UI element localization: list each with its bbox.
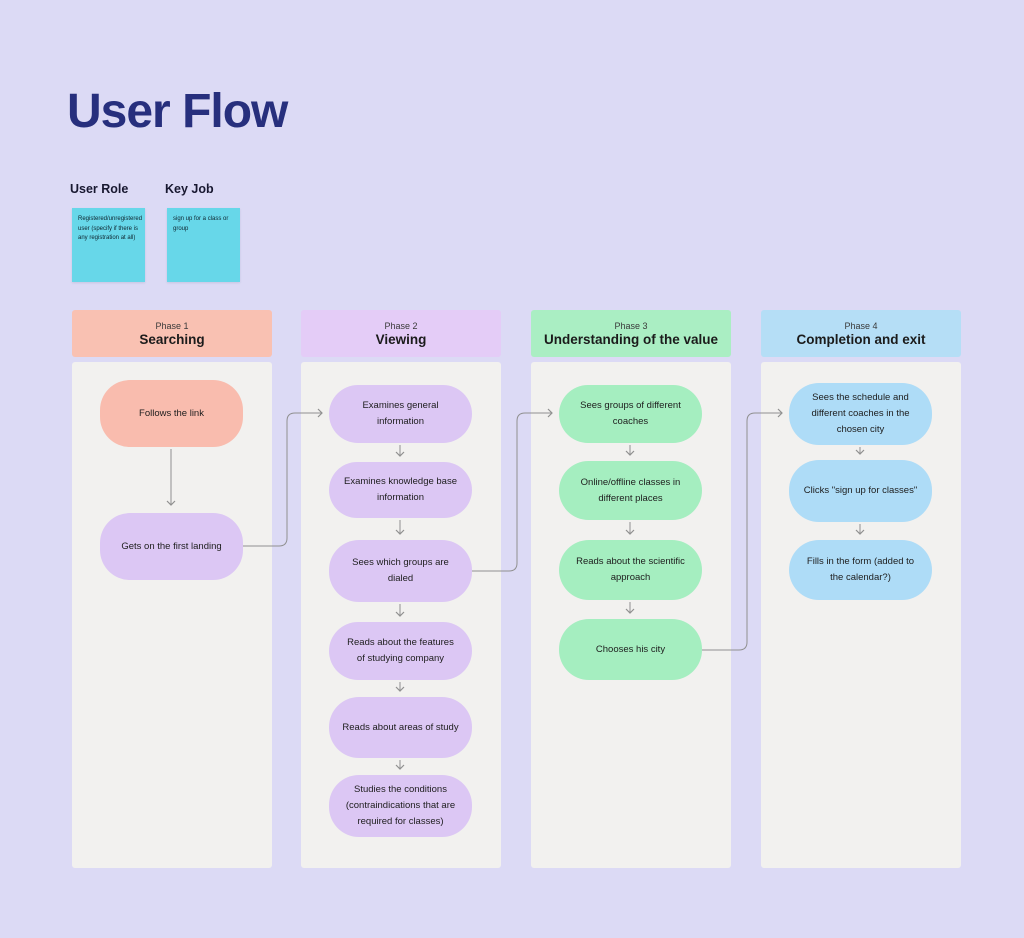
phase-header-completion[interactable]: Phase 4 Completion and exit <box>761 310 961 357</box>
flow-step-label: Reads about the features of studying com… <box>347 637 454 664</box>
flow-step-label: Sees the schedule and different coaches … <box>811 392 910 435</box>
flow-step[interactable]: Sees the schedule and different coaches … <box>789 383 932 445</box>
column-body-completion <box>761 362 961 868</box>
phase-title: Completion and exit <box>796 331 926 347</box>
flow-step[interactable]: Fills in the form (added to the calendar… <box>789 540 932 600</box>
flow-step-label: Examines knowledge base information <box>343 476 457 503</box>
flow-step[interactable]: Reads about the scientific approach <box>559 540 702 600</box>
flow-step-label: Reads about areas of study <box>342 721 459 733</box>
phase-label: Phase 4 <box>844 320 878 331</box>
phase-header-searching[interactable]: Phase 1 Searching <box>72 310 272 357</box>
flow-step[interactable]: Follows the link <box>100 380 243 447</box>
flow-step[interactable]: Studies the conditions (contraindication… <box>329 775 472 837</box>
flow-step[interactable]: Reads about areas of study <box>329 697 472 758</box>
flow-step[interactable]: Online/offline classes in different plac… <box>559 461 702 520</box>
flow-step-label: Reads about the scientific approach <box>576 556 685 583</box>
column-body-understanding <box>531 362 731 868</box>
flow-step-label: Follows the link <box>139 407 204 419</box>
phase-header-understanding[interactable]: Phase 3 Understanding of the value <box>531 310 731 357</box>
flow-step[interactable]: Clicks "sign up for classes" <box>789 460 932 522</box>
phase-label: Phase 2 <box>384 320 418 331</box>
phase-label: Phase 1 <box>155 320 189 331</box>
flow-step[interactable]: Gets on the first landing <box>100 513 243 580</box>
phase-title: Viewing <box>375 331 427 347</box>
flow-step-label: Examines general information <box>362 400 439 427</box>
flow-step-label: Fills in the form (added to the calendar… <box>806 556 915 583</box>
flow-step-label: Sees which groups are dialed <box>352 557 449 584</box>
phase-header-viewing[interactable]: Phase 2 Viewing <box>301 310 501 357</box>
phase-title: Understanding of the value <box>543 331 719 347</box>
note-label-key-job: Key Job <box>165 182 214 196</box>
sticky-note-key-job[interactable]: sign up for a class or group <box>167 208 240 282</box>
flow-step[interactable]: Examines knowledge base information <box>329 462 472 518</box>
phase-label: Phase 3 <box>614 320 648 331</box>
flow-step[interactable]: Chooses his city <box>559 619 702 680</box>
phase-title: Searching <box>139 331 205 347</box>
flow-step[interactable]: Sees groups of different coaches <box>559 385 702 443</box>
note-label-user-role: User Role <box>70 182 129 196</box>
flow-step-label: Gets on the first landing <box>121 540 222 552</box>
flow-step[interactable]: Examines general information <box>329 385 472 443</box>
sticky-note-user-role[interactable]: Registered/unregistered user (specify if… <box>72 208 145 282</box>
flow-step-label: Online/offline classes in different plac… <box>580 476 681 504</box>
flow-step-label: Clicks "sign up for classes" <box>803 485 918 497</box>
flow-step-label: Sees groups of different coaches <box>580 400 681 427</box>
flow-step[interactable]: Reads about the features of studying com… <box>329 622 472 680</box>
page-title: User Flow <box>67 85 288 138</box>
flow-step[interactable]: Sees which groups are dialed <box>329 540 472 602</box>
flow-step-label: Chooses his city <box>595 643 666 655</box>
flow-step-label: Studies the conditions (contraindication… <box>345 784 456 827</box>
